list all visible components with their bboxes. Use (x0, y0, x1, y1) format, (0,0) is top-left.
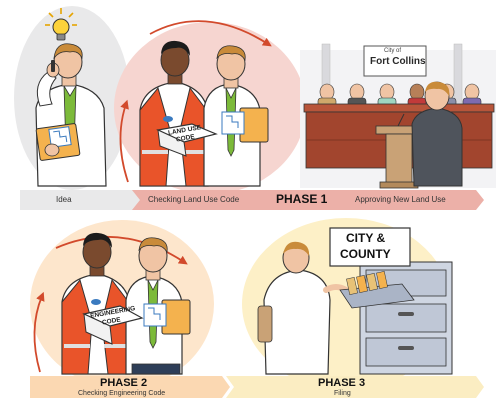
phase3-bar (226, 376, 484, 398)
podium (375, 113, 423, 189)
checking-engineering-scene (30, 220, 214, 388)
person-with-idea (35, 43, 107, 187)
cycle-arrow-top-2 (55, 235, 188, 265)
filing-cabinet (339, 261, 453, 375)
timeline-2 (30, 376, 484, 398)
cycle-arrow-left (119, 99, 129, 183)
council-dais-top (303, 103, 495, 113)
city-county-sign (329, 227, 411, 267)
sign-line2: COUNTY (340, 247, 391, 261)
phase1-bar (132, 190, 484, 210)
timeline-label-checking-land-use: Checking Land Use Code (148, 195, 240, 204)
cycle-arrow-left-2 (33, 291, 45, 373)
timeline-label-approving: Approving New Land Use (355, 195, 446, 204)
filing-scene (242, 218, 453, 390)
timeline-label-phase1: PHASE 1 (276, 192, 328, 206)
timeline-label-phase2: PHASE 2 (100, 377, 148, 389)
idea-scene (14, 6, 130, 190)
timeline-1 (20, 190, 484, 210)
speaker-at-podium (411, 81, 463, 187)
timeline-label-filing: Filing (334, 390, 351, 397)
timeline-label-phase3: PHASE 3 (318, 377, 366, 389)
timeline-label-idea: Idea (56, 195, 72, 204)
sign-line1: CITY & (346, 231, 386, 245)
office-worker-filing (257, 241, 349, 375)
phase2-bar (30, 376, 230, 398)
cycle-arrow-top (149, 20, 272, 47)
checking-land-use-scene (114, 20, 306, 194)
inspector-with-glasses-2 (125, 237, 191, 375)
timeline-label-checking-engineering: Checking Engineering Code (78, 390, 166, 397)
lightbulb-icon (45, 8, 77, 41)
engineering-code-book (82, 299, 144, 345)
inspector-with-glasses (203, 45, 269, 187)
logo-fort-collins: Fort Collins (370, 56, 426, 67)
land-use-code-book (156, 116, 218, 157)
city-logo-plaque (363, 45, 427, 77)
council-hearing-scene (300, 43, 496, 189)
idea-bar (20, 190, 146, 210)
logo-city-of: City of (384, 48, 402, 54)
